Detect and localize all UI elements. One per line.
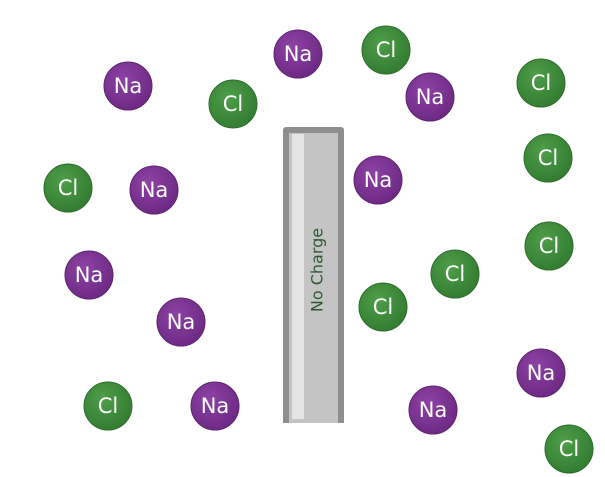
ion-label: Na [419,398,448,422]
chloride-ion: Cl [430,249,480,299]
ion-label: Cl [538,146,559,170]
ion-label: Na [416,85,445,109]
sodium-ion-circle [405,72,455,122]
sodium-ion-circle [129,165,179,215]
ion-label: Cl [559,437,580,461]
chloride-ion: Cl [43,163,93,213]
rod-label: No Charge [308,228,327,312]
sodium-ion: Na [273,29,323,79]
sodium-ion-circle [353,155,403,205]
ion-label: Na [527,361,556,385]
ion-label: Na [167,310,196,334]
sodium-ion-circle [103,61,153,111]
sodium-ion: Na [405,72,455,122]
ion-label: Na [140,178,169,202]
chloride-ion-circle [43,163,93,213]
ion-label: Na [75,263,104,287]
sodium-ion: Na [190,381,240,431]
chloride-ion: Cl [544,424,594,474]
chloride-ion: Cl [358,282,408,332]
chloride-ion-circle [516,58,566,108]
chloride-ion: Cl [361,25,411,75]
sodium-ion-circle [408,385,458,435]
sodium-ion: Na [516,348,566,398]
ion-label: Na [284,42,313,66]
rod-top-cap [283,127,344,133]
chloride-ion-circle [83,381,133,431]
chloride-ion-circle [430,249,480,299]
ion-label: Cl [373,295,394,319]
sodium-ion-circle [516,348,566,398]
chloride-ion-circle [523,133,573,183]
sodium-ion: Na [353,155,403,205]
sodium-ion-circle [273,29,323,79]
rod-right-edge [338,130,344,423]
ion-label: Na [201,394,230,418]
ion-label: Cl [376,38,397,62]
sodium-ion-circle [64,250,114,300]
chloride-ion: Cl [523,133,573,183]
sodium-ion: Na [156,297,206,347]
sodium-ion: Na [103,61,153,111]
ion-label: Cl [531,71,552,95]
chloride-ion: Cl [516,58,566,108]
ion-label: Cl [445,262,466,286]
ion-label: Na [114,74,143,98]
rod-left-edge [283,130,289,423]
chloride-ion: Cl [524,221,574,271]
ion-label: Cl [98,394,119,418]
chloride-ion-circle [208,79,258,129]
sodium-ion: Na [408,385,458,435]
chloride-ion-circle [524,221,574,271]
sodium-ion: Na [64,250,114,300]
ion-label: Cl [539,234,560,258]
ion-label: Cl [58,176,79,200]
ion-label: Cl [223,92,244,116]
rod-highlight [292,134,304,419]
chloride-ion: Cl [83,381,133,431]
ion-label: Na [364,168,393,192]
sodium-ion-circle [156,297,206,347]
sodium-ion-circle [190,381,240,431]
sodium-ion: Na [129,165,179,215]
chloride-ion-circle [544,424,594,474]
rod: No Charge [283,127,344,423]
chloride-ion-circle [361,25,411,75]
chloride-ion-circle [358,282,408,332]
chloride-ion: Cl [208,79,258,129]
